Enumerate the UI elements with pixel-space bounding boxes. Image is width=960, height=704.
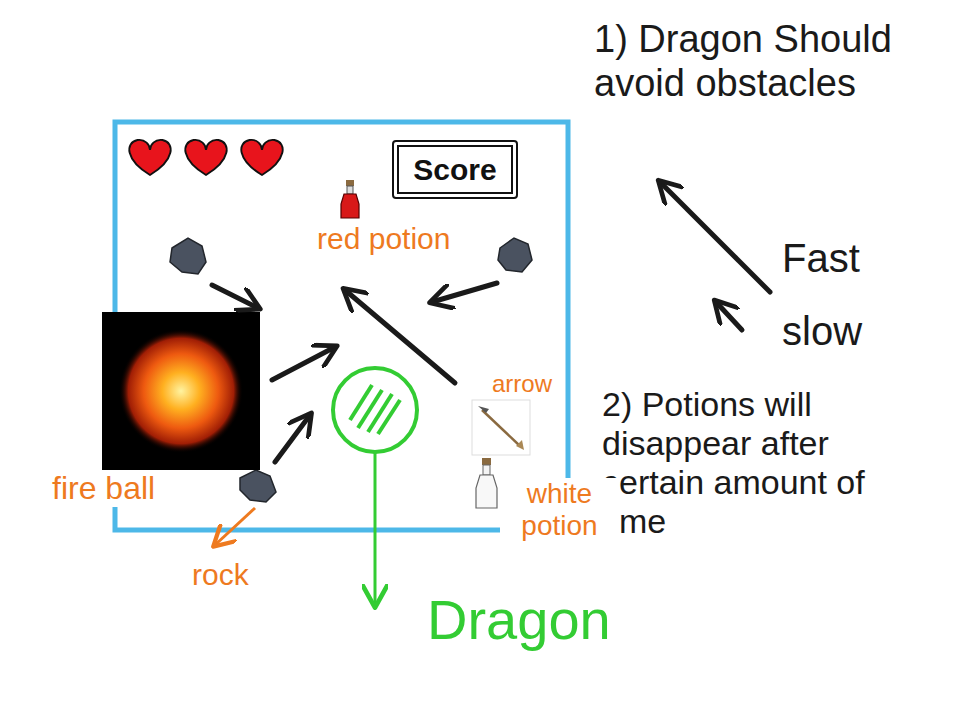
neck (347, 186, 353, 194)
obstacle-arrow (345, 290, 455, 383)
neck (483, 465, 490, 475)
heart (129, 140, 170, 175)
red-potion-icon (341, 180, 359, 218)
white-potion-icon (476, 458, 497, 508)
bottle (476, 475, 497, 508)
item-label: white potion (500, 478, 619, 542)
cork (346, 180, 354, 186)
hatch (358, 390, 382, 428)
node-title: Score (413, 153, 496, 186)
heart (241, 140, 282, 175)
fireball-icon (102, 312, 260, 470)
item-label: arrow (490, 370, 554, 398)
obstacle-arrow (212, 285, 258, 308)
rock-leader (215, 508, 255, 545)
cork (482, 458, 491, 465)
item-label: red potion (315, 222, 452, 257)
obstacle-arrow (272, 347, 335, 380)
arrow-item-icon (472, 400, 530, 455)
obstacle-arrow (432, 283, 497, 302)
slow-arrow (716, 302, 742, 330)
hatch (368, 394, 392, 432)
lives-hearts (129, 140, 282, 175)
rule-note: 2) Potions will disappear after certain … (600, 385, 939, 541)
heart (185, 140, 226, 175)
obstacle-arrow (275, 415, 310, 462)
fireball-glow (119, 329, 243, 453)
dragon-circle (333, 368, 417, 452)
dragon-hatch (350, 385, 400, 434)
fireball-ground (102, 312, 260, 470)
score-box: Score (392, 140, 518, 199)
dragon-label: Dragon (425, 588, 613, 652)
rock-icon (240, 470, 276, 502)
bottle (341, 194, 359, 218)
speed-label: Fast (780, 235, 862, 281)
item-label: fire ball (50, 470, 157, 507)
hatch (378, 400, 400, 434)
arrow-item-ground (472, 400, 530, 455)
rule-note: 1) Dragon Should avoid obstacles (592, 18, 946, 105)
speed-label: slow (780, 308, 864, 354)
arrow-tip (478, 406, 489, 413)
rock-icon (498, 238, 532, 272)
item-label: rock (190, 558, 251, 593)
rock-icon (170, 238, 206, 274)
arrow-shaft (482, 410, 520, 446)
dragon-leader (374, 452, 377, 605)
arrow-fletch (516, 440, 524, 450)
dragon-icon (333, 368, 417, 605)
fast-arrow (660, 182, 770, 292)
